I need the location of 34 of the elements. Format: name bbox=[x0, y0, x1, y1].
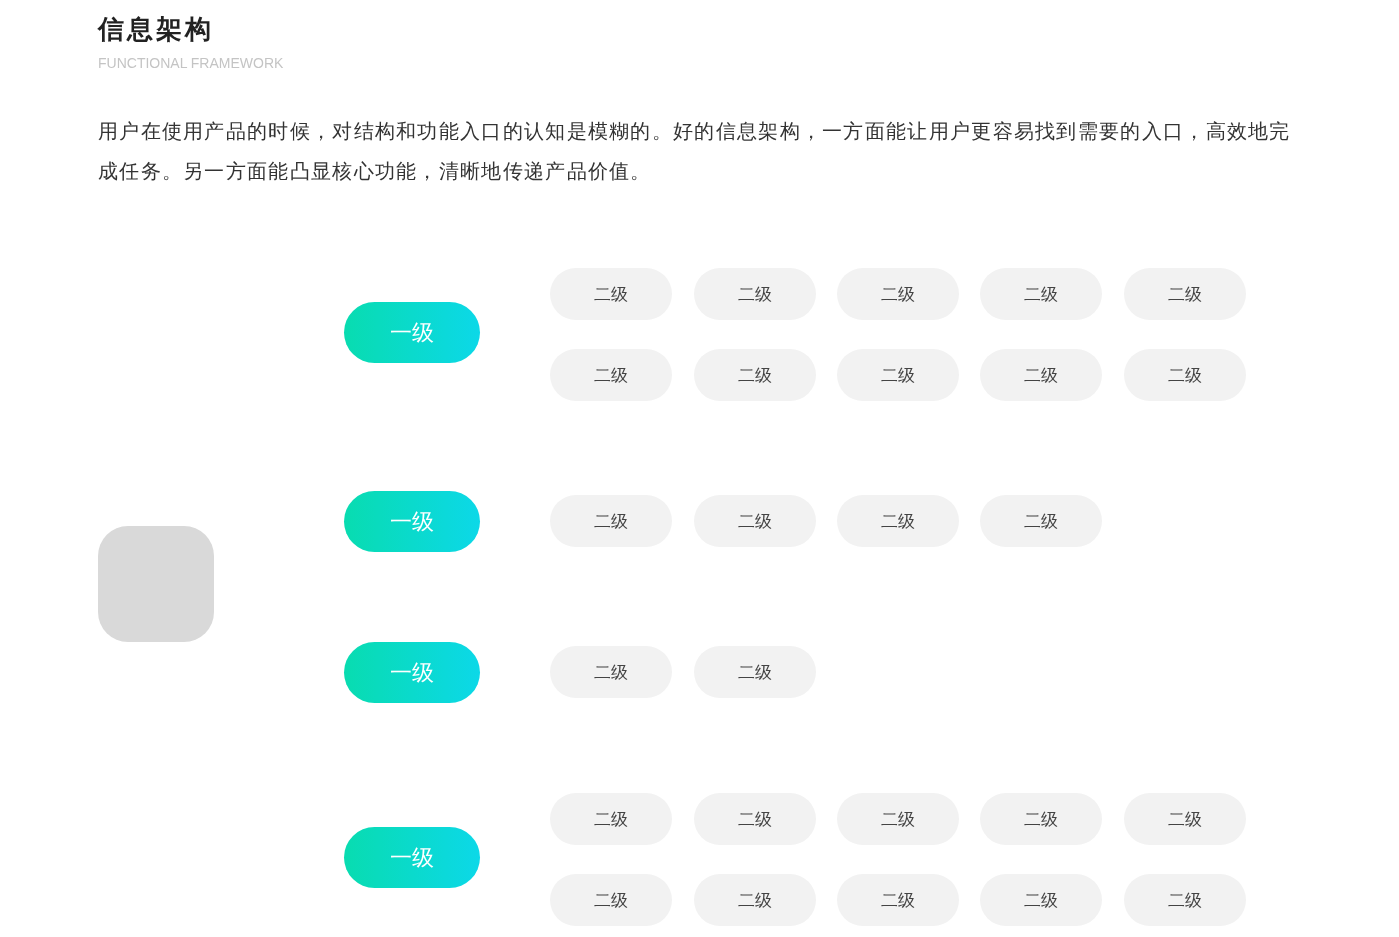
secondary-category-pill: 二级 bbox=[980, 793, 1102, 845]
app-icon-placeholder bbox=[98, 526, 214, 642]
secondary-category-pill: 二级 bbox=[1124, 793, 1246, 845]
secondary-category-pill: 二级 bbox=[837, 349, 959, 401]
secondary-category-pill: 二级 bbox=[550, 495, 672, 547]
secondary-category-pill: 二级 bbox=[1124, 268, 1246, 320]
secondary-category-pill: 二级 bbox=[694, 495, 816, 547]
secondary-category-pill: 二级 bbox=[694, 874, 816, 926]
secondary-category-pill: 二级 bbox=[837, 268, 959, 320]
secondary-category-pill: 二级 bbox=[694, 793, 816, 845]
secondary-category-pill: 二级 bbox=[837, 495, 959, 547]
secondary-category-pill: 二级 bbox=[694, 349, 816, 401]
secondary-category-pill: 二级 bbox=[550, 349, 672, 401]
primary-category-pill: 一级 bbox=[344, 302, 480, 363]
primary-category-pill: 一级 bbox=[344, 642, 480, 703]
secondary-category-pill: 二级 bbox=[550, 268, 672, 320]
secondary-category-pill: 二级 bbox=[550, 646, 672, 698]
secondary-category-pill: 二级 bbox=[837, 793, 959, 845]
primary-category-pill: 一级 bbox=[344, 827, 480, 888]
secondary-category-pill: 二级 bbox=[550, 874, 672, 926]
secondary-category-pill: 二级 bbox=[980, 495, 1102, 547]
secondary-category-pill: 二级 bbox=[837, 874, 959, 926]
secondary-category-pill: 二级 bbox=[1124, 874, 1246, 926]
secondary-category-pill: 二级 bbox=[694, 646, 816, 698]
secondary-category-pill: 二级 bbox=[694, 268, 816, 320]
secondary-category-pill: 二级 bbox=[1124, 349, 1246, 401]
secondary-category-pill: 二级 bbox=[980, 268, 1102, 320]
secondary-category-pill: 二级 bbox=[980, 349, 1102, 401]
secondary-category-pill: 二级 bbox=[550, 793, 672, 845]
page-title: 信息架构 bbox=[98, 13, 214, 46]
secondary-category-pill: 二级 bbox=[980, 874, 1102, 926]
intro-paragraph: 用户在使用产品的时候，对结构和功能入口的认知是模糊的。好的信息架构，一方面能让用户更容易找到需要的入口，高效地完成任务。另一方面能凸显核心功能，清晰地传递产品价值。 bbox=[98, 118, 1292, 185]
primary-category-pill: 一级 bbox=[344, 491, 480, 552]
subtitle: FUNCTIONAL FRAMEWORK bbox=[98, 55, 284, 72]
